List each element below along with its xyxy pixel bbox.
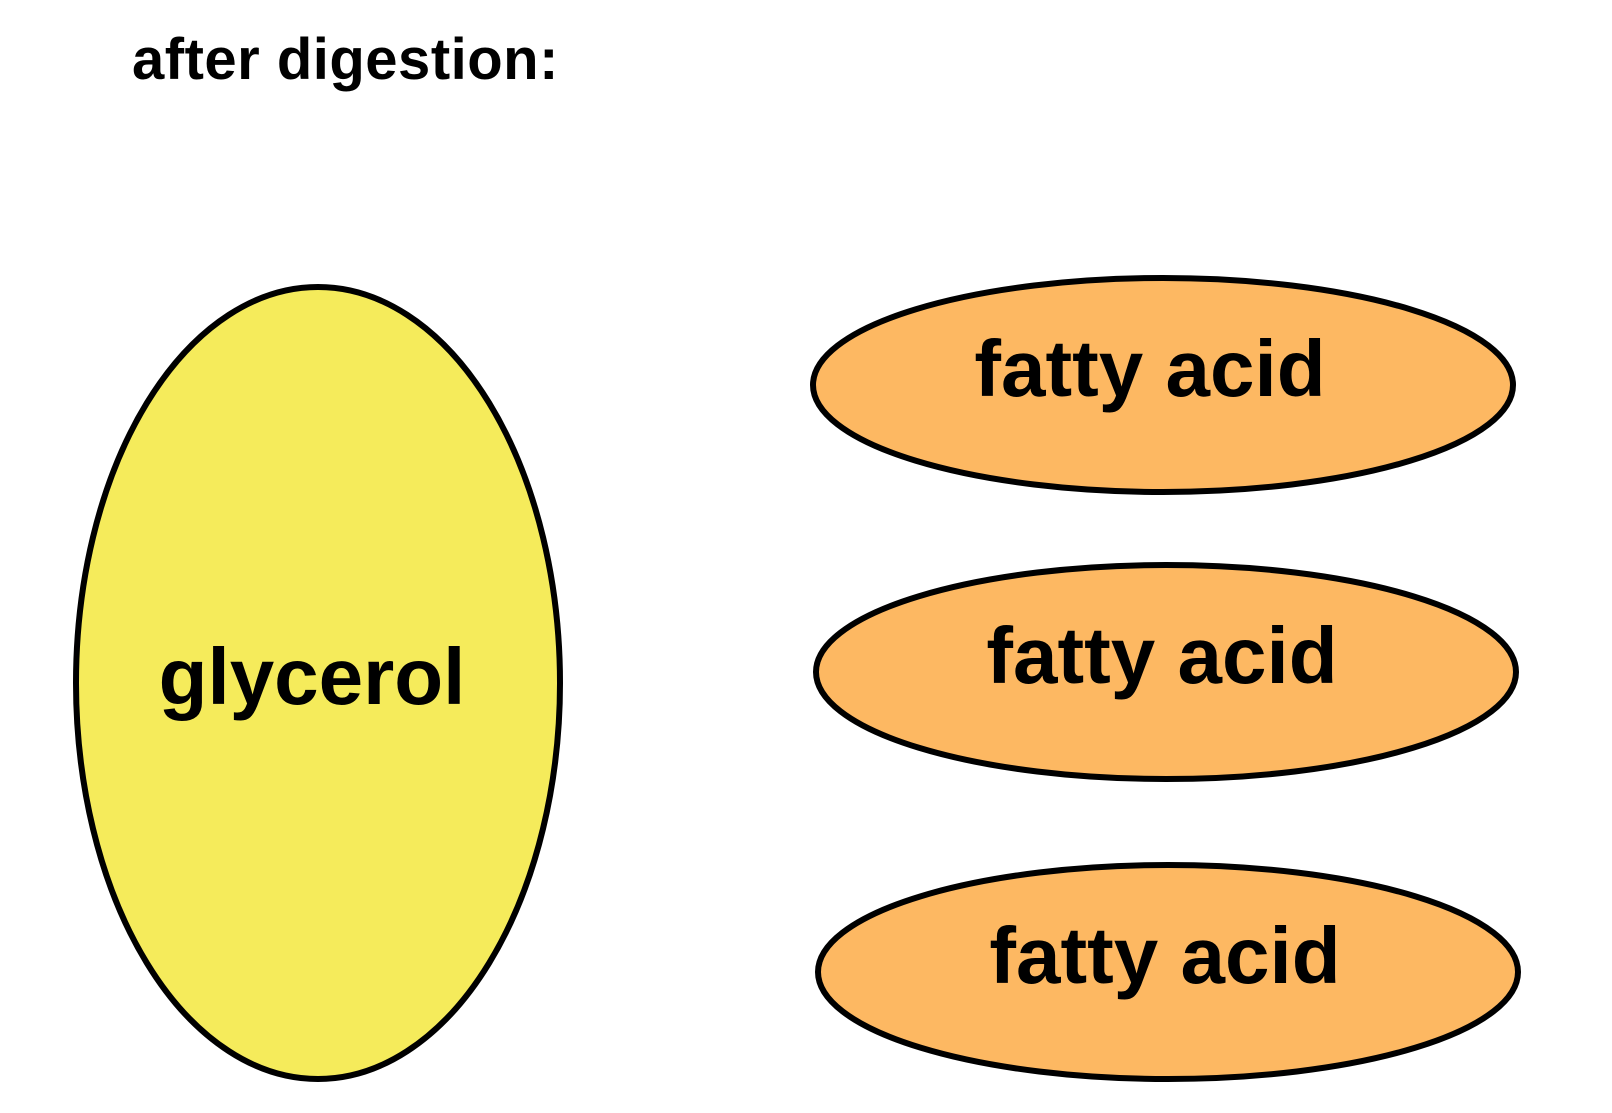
fatty-acid-label-1: fatty acid [974, 324, 1325, 413]
fatty-acid-molecule-2: fatty acid [813, 562, 1519, 782]
fatty-acid-shape-1 [810, 275, 1516, 495]
fatty-acid-molecule-1: fatty acid [810, 275, 1516, 495]
fatty-acid-shape-2 [813, 562, 1519, 782]
fatty-acid-shape-3 [815, 862, 1521, 1082]
fatty-acid-label-3: fatty acid [989, 911, 1340, 1000]
glycerol-molecule: glycerol [73, 284, 563, 1082]
diagram-heading: after digestion: [132, 27, 559, 92]
glycerol-shape [73, 284, 563, 1082]
fatty-acid-molecule-3: fatty acid [815, 862, 1521, 1082]
glycerol-label: glycerol [159, 632, 466, 721]
fatty-acid-label-2: fatty acid [986, 611, 1337, 700]
